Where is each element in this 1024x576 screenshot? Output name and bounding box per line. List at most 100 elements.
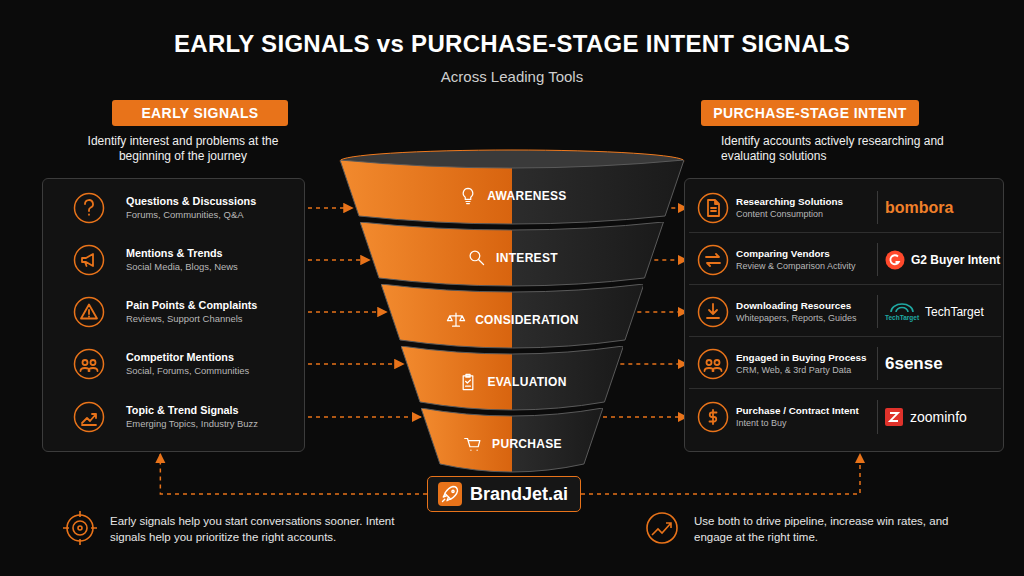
signal-icon bbox=[73, 296, 105, 328]
signal-row: Topic & Trend SignalsEmerging Topics, In… bbox=[49, 393, 300, 441]
rocket-holder bbox=[438, 482, 462, 506]
techtarget-arc bbox=[891, 304, 913, 312]
signal-row: Comparing VendorsReview & Comparison Act… bbox=[689, 235, 1001, 285]
row-title: Competitor Mentions bbox=[126, 351, 298, 364]
dashed-connector bbox=[620, 363, 687, 365]
stage-icon bbox=[457, 185, 479, 207]
band-icon-holder bbox=[457, 371, 479, 393]
subtitle: Across Leading Tools bbox=[312, 68, 712, 85]
brand-name: BrandJet.ai bbox=[470, 484, 568, 505]
icon-glyph bbox=[464, 188, 474, 203]
row-title: Purchase / Contract Intent bbox=[736, 405, 874, 417]
logo-divider bbox=[877, 243, 878, 276]
row-text: Mentions & TrendsSocial Media, Blogs, Ne… bbox=[126, 236, 298, 284]
zoominfo-icon bbox=[885, 408, 903, 426]
logo-area: zoominfo bbox=[885, 392, 999, 442]
row-title: Questions & Discussions bbox=[126, 195, 298, 208]
row-subtitle: Intent to Buy bbox=[736, 418, 874, 429]
icon-glyph bbox=[81, 305, 97, 319]
row-text: Researching SolutionsContent Consumption bbox=[736, 183, 874, 232]
chart-icon bbox=[647, 513, 677, 543]
dashed-connector bbox=[654, 259, 687, 261]
tool-logo: 6sense bbox=[885, 354, 943, 374]
signal-row: Purchase / Contract IntentIntent to Buyz… bbox=[689, 392, 1001, 442]
band-outline bbox=[340, 160, 684, 224]
signal-icon bbox=[697, 244, 729, 276]
tool-logo: TechTarget bbox=[925, 305, 984, 319]
dashed-connector bbox=[300, 363, 404, 365]
tool-logo: bombora bbox=[885, 199, 953, 217]
dashed-connector bbox=[637, 311, 687, 313]
icon-glyph bbox=[706, 254, 720, 266]
row-title: Mentions & Trends bbox=[126, 247, 298, 260]
icon-glyph bbox=[470, 251, 483, 264]
row-text: Purchase / Contract IntentIntent to Buy bbox=[736, 392, 874, 442]
stage-label: INTEREST bbox=[496, 251, 558, 265]
funnel-band: INTEREST bbox=[360, 222, 663, 290]
band-content: EVALUATION bbox=[401, 354, 623, 410]
dashed-connector bbox=[160, 454, 427, 494]
g2-glyph bbox=[890, 255, 898, 264]
stage-icon bbox=[445, 309, 467, 331]
stage-icon bbox=[466, 247, 488, 269]
logo-divider bbox=[877, 191, 878, 224]
signal-icon bbox=[697, 296, 729, 328]
logo-divider bbox=[877, 295, 878, 328]
row-subtitle: Emerging Topics, Industry Buzz bbox=[126, 418, 298, 429]
band-outline bbox=[401, 346, 623, 410]
pill-heading: EARLY SIGNALS bbox=[141, 105, 258, 121]
band-outline bbox=[421, 408, 603, 472]
logo-divider bbox=[877, 347, 878, 380]
signal-icon bbox=[697, 348, 729, 380]
g2-disc bbox=[886, 250, 905, 269]
icon-glyph bbox=[464, 374, 474, 389]
row-text: Pain Points & ComplaintsReviews, Support… bbox=[126, 288, 298, 336]
signal-row: Competitor MentionsSocial, Forums, Commu… bbox=[49, 340, 300, 388]
row-title: Comparing Vendors bbox=[736, 248, 874, 260]
row-title: Downloading Resources bbox=[736, 300, 874, 312]
row-subtitle: Reviews, Support Channels bbox=[126, 313, 298, 324]
logo-area: bombora bbox=[885, 183, 999, 232]
diagram-title: EARLY SIGNALS vs PURCHASE-STAGE INTENT S… bbox=[12, 30, 1012, 58]
icon-ring bbox=[699, 403, 728, 432]
row-subtitle: Social Media, Blogs, News bbox=[126, 261, 298, 272]
icon-glyph bbox=[465, 439, 480, 451]
rocket-icon bbox=[438, 482, 462, 506]
signal-row: Pain Points & ComplaintsReviews, Support… bbox=[49, 288, 300, 336]
g2-icon bbox=[885, 250, 905, 270]
footnote: Use both to drive pipeline, increase win… bbox=[694, 513, 964, 545]
icon-glyph bbox=[710, 410, 717, 424]
stage-label: AWARENESS bbox=[487, 189, 566, 203]
row-text: Downloading ResourcesWhitepapers, Report… bbox=[736, 287, 874, 336]
row-text: Competitor MentionsSocial, Forums, Commu… bbox=[126, 340, 298, 388]
band-content: AWARENESS bbox=[340, 168, 684, 224]
stage-icon bbox=[457, 371, 479, 393]
signal-icon bbox=[73, 244, 105, 276]
signal-icon bbox=[73, 348, 105, 380]
section-pill: EARLY SIGNALS bbox=[112, 100, 288, 126]
tool-logo: G2 Buyer Intent bbox=[911, 253, 1000, 267]
icon-glyph bbox=[448, 313, 465, 326]
tool-logo-small: TechTarget bbox=[885, 314, 919, 321]
icon-ring bbox=[699, 298, 728, 327]
target-icon bbox=[63, 511, 97, 545]
panel-description: Identify interest and problems at the be… bbox=[83, 134, 283, 164]
dashed-connector bbox=[603, 416, 687, 418]
pill-heading: PURCHASE-STAGE INTENT bbox=[713, 105, 906, 121]
band-content: CONSIDERATION bbox=[381, 292, 644, 348]
icon-glyph bbox=[707, 304, 719, 318]
icon-ring bbox=[75, 350, 104, 379]
stage-icon bbox=[462, 433, 484, 455]
signal-panel: Identify accounts actively researching a… bbox=[684, 178, 1004, 452]
row-title: Pain Points & Complaints bbox=[126, 299, 298, 312]
signal-icon bbox=[697, 401, 729, 433]
row-subtitle: Whitepapers, Reports, Guides bbox=[736, 313, 874, 324]
signal-panel: Identify interest and problems at the be… bbox=[42, 178, 305, 452]
icon-ring bbox=[699, 350, 728, 379]
signal-icon bbox=[73, 401, 105, 433]
zoominfo-square bbox=[885, 408, 903, 426]
section-pill: PURCHASE-STAGE INTENT bbox=[701, 100, 918, 126]
icon-glyph bbox=[81, 360, 98, 371]
icon-ring bbox=[75, 403, 104, 432]
funnel-band: EVALUATION bbox=[401, 346, 623, 414]
